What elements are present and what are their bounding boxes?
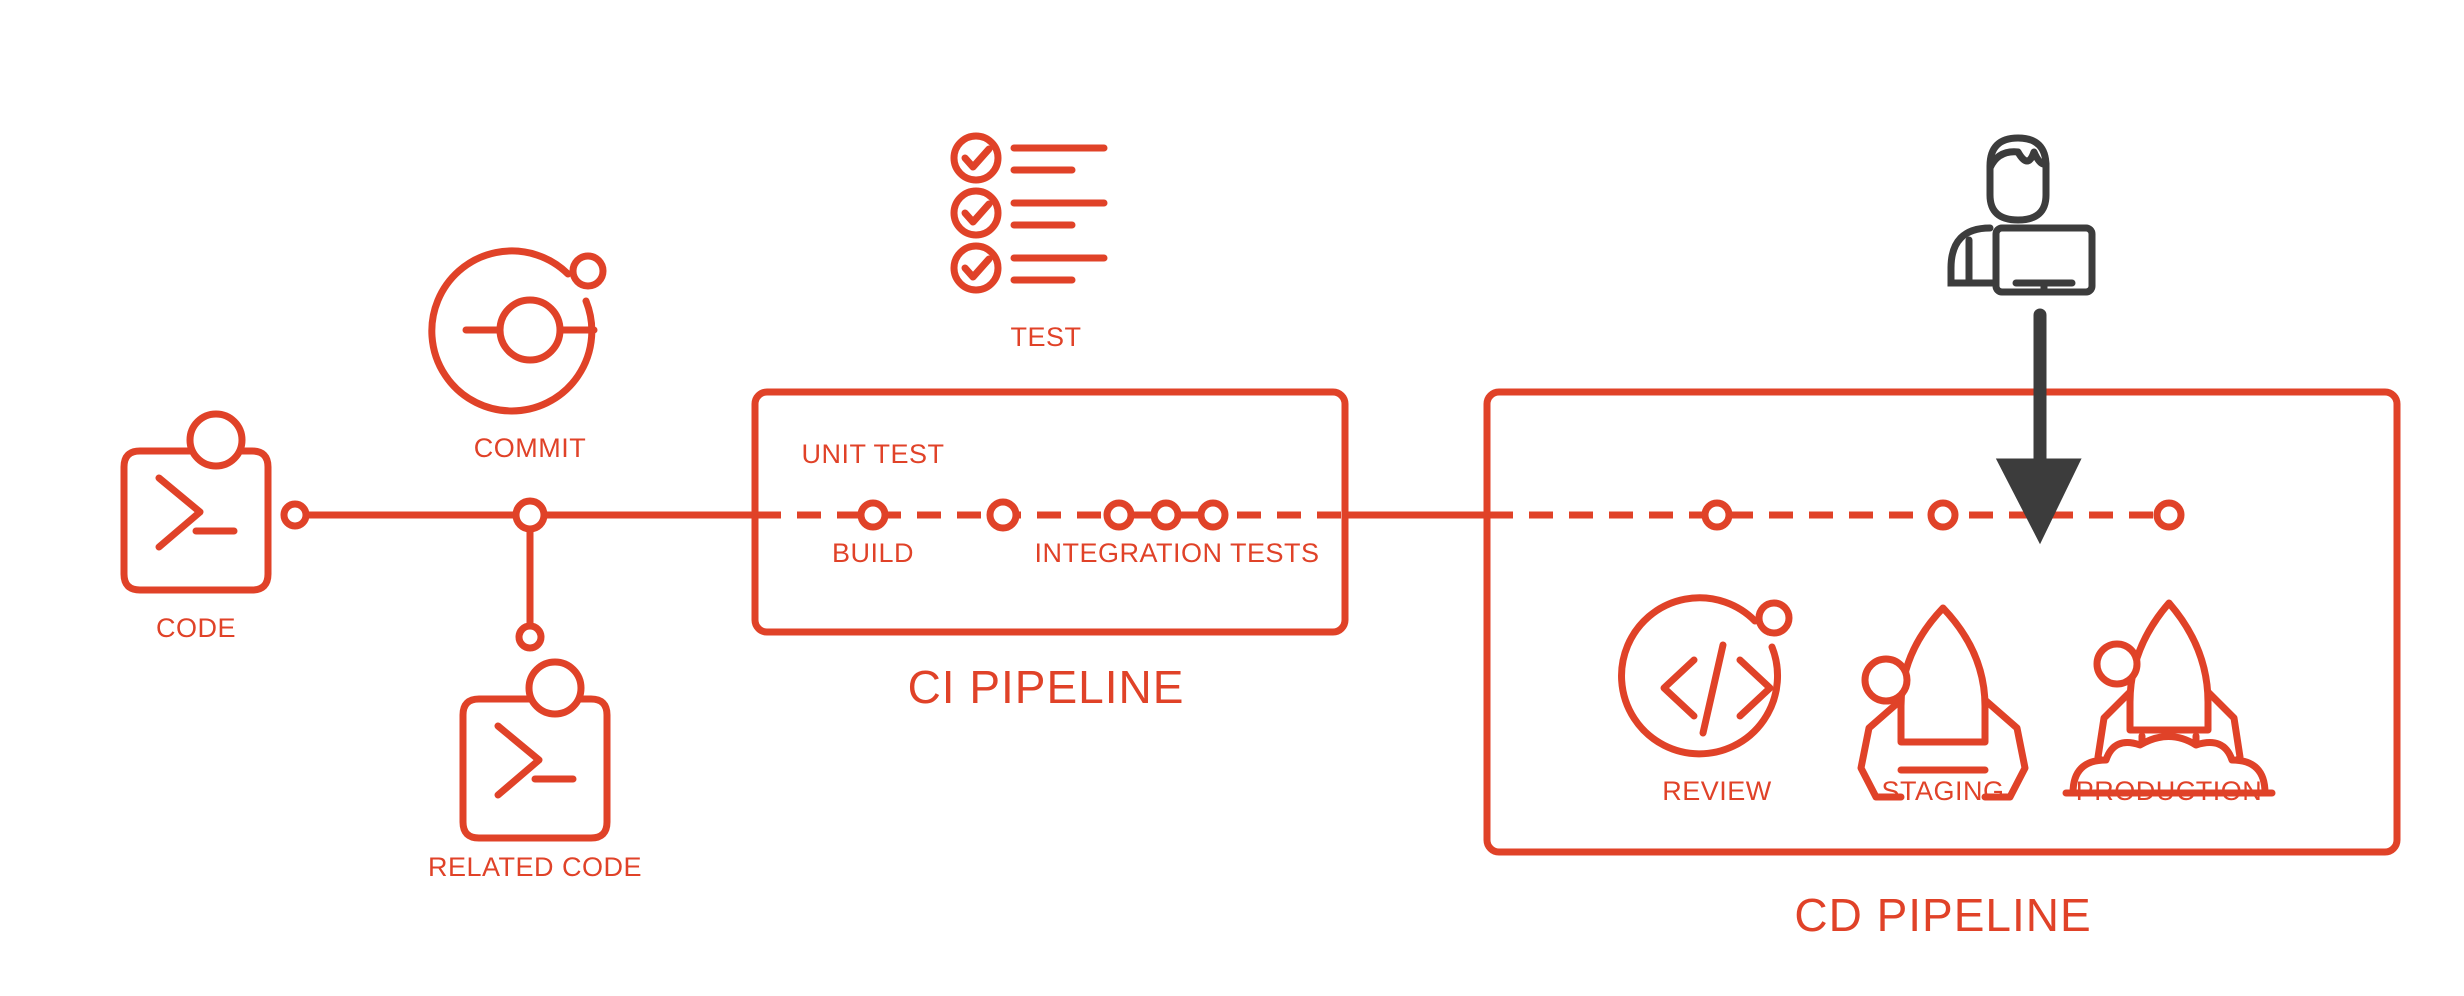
- timeline-node-staging[interactable]: [1927, 499, 1959, 531]
- cd-pipeline-title: CD PIPELINE: [1794, 889, 2092, 941]
- cd-pipeline-box[interactable]: [1483, 388, 2401, 856]
- label-build: BUILD: [831, 538, 915, 568]
- branch-end-node[interactable]: [515, 622, 545, 652]
- ci-pipeline-title: CI PIPELINE: [907, 661, 1185, 713]
- production-rocket-body: [2126, 599, 2212, 734]
- staging-rocket-body: [1897, 604, 1989, 746]
- operator-torso: [1947, 264, 1997, 287]
- timeline-node-code[interactable]: [280, 500, 310, 530]
- label-staging: STAGING: [1881, 776, 2005, 806]
- timeline-node-commit[interactable]: [512, 497, 548, 533]
- timeline-node-production[interactable]: [2153, 499, 2185, 531]
- commit-orbit-dot: [569, 252, 607, 290]
- label-related-code: RELATED CODE: [427, 852, 643, 882]
- checklist-icon[interactable]: [950, 132, 1108, 294]
- label-test: TEST: [1010, 322, 1082, 352]
- staging-fin-left: [1857, 696, 1905, 801]
- timeline-node-integration-2[interactable]: [1150, 499, 1182, 531]
- commit-node-icon[interactable]: [428, 247, 607, 415]
- timeline-node-unit-test[interactable]: [986, 498, 1020, 532]
- production-smoke-cloud: [2069, 733, 2269, 797]
- review-left-bracket-icon: [1660, 656, 1698, 720]
- label-review: REVIEW: [1662, 776, 1772, 806]
- label-code: CODE: [155, 613, 237, 643]
- staging-fin-right: [1981, 696, 2029, 801]
- code-icon[interactable]: [120, 410, 272, 594]
- related-code-badge-circle: [525, 658, 585, 718]
- checklist-row-2: [950, 187, 1108, 239]
- label-integration-tests: INTEGRATION TESTS: [1034, 538, 1320, 568]
- label-production: PRODUCTION: [2075, 776, 2263, 806]
- code-brackets-circle-icon[interactable]: [1618, 594, 1793, 758]
- review-orbit-dot: [1755, 599, 1793, 637]
- prompt-chevron-icon: [155, 474, 204, 551]
- code-badge-circle: [186, 410, 246, 470]
- checklist-row-3: [950, 242, 1108, 294]
- commit-center-circle: [496, 296, 564, 364]
- staging-rocket-dot: [1861, 655, 1911, 705]
- related-prompt-chevron-icon: [494, 722, 543, 799]
- production-rocket-dot: [2093, 640, 2141, 688]
- operator-hair: [1986, 148, 2050, 172]
- review-right-bracket-icon: [1736, 656, 1774, 720]
- label-unit-test: UNIT TEST: [801, 439, 945, 469]
- review-slash-icon: [1699, 641, 1727, 737]
- commit-outer-ring: [428, 247, 596, 415]
- checklist-row-1: [950, 132, 1108, 184]
- rocket-launch-icon[interactable]: [2062, 599, 2276, 797]
- rocket-icon[interactable]: [1857, 604, 2029, 801]
- label-commit: COMMIT: [473, 433, 587, 463]
- timeline-node-integration-1[interactable]: [1103, 499, 1135, 531]
- review-ring: [1618, 594, 1782, 758]
- timeline-node-build[interactable]: [857, 499, 889, 531]
- person-at-monitor-icon[interactable]: [1947, 134, 2096, 296]
- timeline-node-review[interactable]: [1701, 499, 1733, 531]
- related-code-icon[interactable]: [459, 658, 611, 842]
- ci-pipeline-box[interactable]: [751, 388, 1349, 636]
- related-code-branch: [515, 515, 545, 652]
- timeline-node-integration-3[interactable]: [1197, 499, 1229, 531]
